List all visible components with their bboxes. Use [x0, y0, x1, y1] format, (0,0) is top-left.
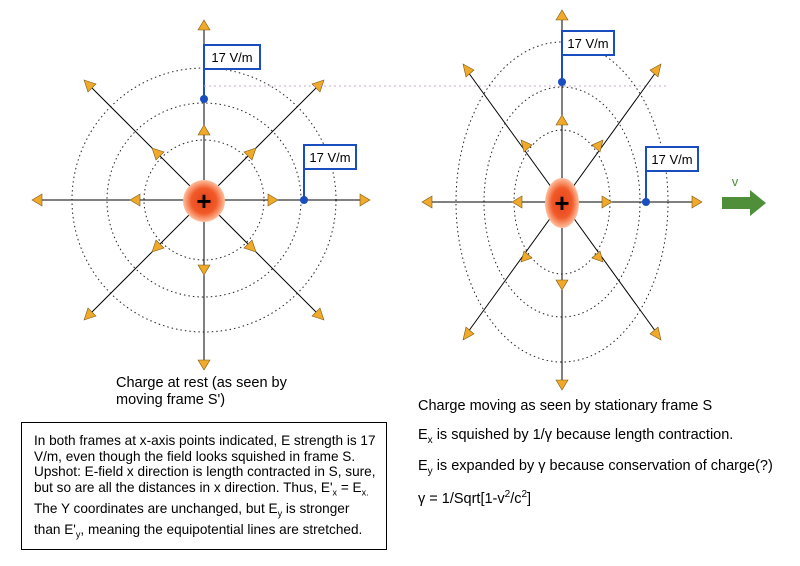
right-field-figure: + 17 V/m 17 V/m v [421, 9, 766, 391]
left-charge [183, 180, 225, 222]
left-caption: Charge at rest (as seen by moving frame … [116, 375, 287, 408]
left-arrowheads [31, 19, 371, 371]
right-label-top: 17 V/m [567, 36, 608, 51]
left-label-right: 17 V/m [309, 150, 350, 165]
equation-gamma: γ = 1/Sqrt[1-v2/c2] [418, 489, 532, 507]
left-label-top: 17 V/m [211, 50, 252, 65]
right-label-right: 17 V/m [651, 152, 692, 167]
left-field-figure: + 17 V/m 17 V/m [31, 19, 371, 371]
velocity-arrow-icon [722, 190, 766, 216]
left-point-right [300, 196, 308, 204]
right-caption: Charge moving as seen by stationary fram… [418, 398, 713, 414]
right-point-top [558, 78, 566, 86]
right-arrowheads [421, 9, 703, 391]
right-point-right [642, 198, 650, 206]
right-charge-plus: + [554, 188, 569, 218]
equation-ey: Ey is expanded by γ because conservation… [418, 458, 773, 477]
left-charge-plus: + [196, 186, 211, 216]
left-field-lines [40, 28, 362, 362]
right-charge [545, 178, 579, 228]
right-field-lines [430, 18, 694, 382]
explanation-note: In both frames at x-axis points indicate… [21, 422, 387, 550]
velocity-label: v [732, 174, 739, 189]
left-point-top [200, 95, 208, 103]
equation-ex: Ex is squished by 1/γ because length con… [418, 427, 734, 446]
